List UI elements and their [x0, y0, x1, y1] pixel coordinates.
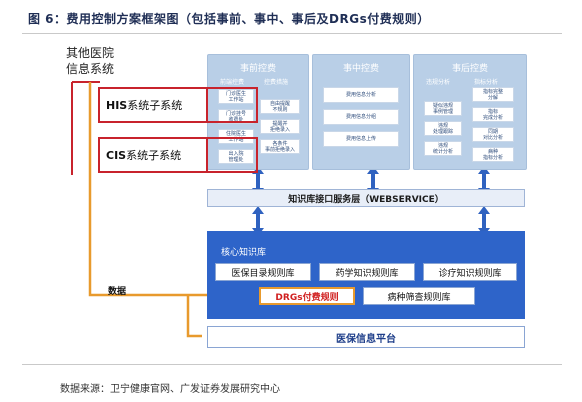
pre-subhead-measures: 控费措施 — [264, 79, 289, 86]
medical-insurance-platform: 医保信息平台 — [207, 326, 525, 348]
data-flow-label: 数据 — [108, 287, 127, 297]
panel-pre-control: 事前控费 前端控费 控费措施 门诊医生 工作站 门诊挂号 收费处 住院医生 工作… — [207, 54, 309, 170]
during-item-analysis: 费用信息分析 — [323, 87, 399, 103]
other-systems-label: 其他医院 信息系统 — [66, 45, 114, 77]
cis-name: 系统子系统 — [126, 149, 182, 162]
during-item-grouping: 费用信息分组 — [323, 109, 399, 125]
cis-connector-right — [256, 137, 258, 173]
pre-item-outpatient-doctor: 门诊医生 工作站 — [218, 89, 254, 104]
pre-subhead-front: 前端控费 — [220, 79, 245, 86]
source-note: 数据来源：卫宁健康官网、广发证券发展研究中心 — [60, 384, 280, 395]
other-systems-line-1: 其他医院 — [66, 46, 115, 60]
bottom-divider — [22, 364, 562, 365]
post-subhead-violation: 违规分析 — [426, 79, 451, 86]
core-knowledge-base: 核心知识库 医保目录规则库 药学知识规则库 诊疗知识规则库 DRGs付费规则 病… — [207, 231, 525, 319]
post-indicator-completion: 指标 完成分析 — [472, 107, 514, 122]
rule-medical-insurance-catalog: 医保目录规则库 — [215, 263, 311, 281]
panel-pre-title: 事前控费 — [239, 64, 276, 74]
panel-post-control: 事后控费 违规分析 指标分析 疑似违规 事例管理 违规 处理跟踪 违规 统计分析… — [413, 54, 527, 170]
post-violation-cases: 疑似违规 事例管理 — [424, 101, 462, 116]
his-connector-top — [206, 87, 258, 89]
knowledge-base-title: 核心知识库 — [221, 248, 267, 258]
panel-during-title: 事中控费 — [342, 64, 379, 74]
interface-service-bar: 知识库接口服务层（WEBSERVICE） — [207, 189, 525, 207]
rule-drgs-payment: DRGs付费规则 — [259, 287, 355, 305]
panel-during-control: 事中控费 费用信息分析 费用信息分组 费用信息上传 — [312, 54, 410, 170]
pre-measure-reminder: 自由提醒 不规则 — [260, 99, 300, 114]
post-violation-tracking: 违规 处理跟踪 — [424, 121, 462, 136]
pre-measure-reject: 提醒并 拒绝录入 — [260, 119, 300, 134]
his-name: 系统子系统 — [127, 99, 183, 112]
cis-connector-bottom — [206, 171, 258, 173]
pre-item-admission: 出入院 管理处 — [218, 149, 254, 164]
his-connector-bottom — [206, 121, 258, 123]
pre-item-registration: 门诊挂号 收费处 — [218, 109, 254, 124]
panel-post-title: 事后控费 — [451, 64, 488, 74]
pre-item-inpatient-doctor: 住院医生 工作站 — [218, 129, 254, 144]
his-code: HIS — [106, 98, 128, 112]
his-connector-right — [256, 87, 258, 123]
post-indicator-disease: 病种 指标分析 — [472, 147, 514, 162]
pre-measure-conditions: 各条件 事前拒绝录入 — [260, 139, 300, 154]
rule-diagnosis-treatment: 诊疗知识规则库 — [423, 263, 517, 281]
during-item-upload: 费用信息上传 — [323, 131, 399, 147]
cis-connector-top — [206, 137, 258, 139]
post-indicator-breakdown: 指标完整 分解 — [472, 87, 514, 102]
rule-pharmacy-knowledge: 药学知识规则库 — [319, 263, 415, 281]
top-divider — [22, 33, 562, 34]
rule-disease-screening: 病种筛查规则库 — [363, 287, 475, 305]
other-systems-line-2: 信息系统 — [66, 62, 115, 76]
post-indicator-yoy: 同期 对比分析 — [472, 127, 514, 142]
data-flow-arrow — [88, 82, 263, 305]
figure-title: 图 6：费用控制方案框架图（包括事前、事中、事后及DRGs付费规则） — [28, 12, 430, 26]
data-flow-branch — [186, 295, 202, 338]
post-violation-stats: 违规 统计分析 — [424, 141, 462, 156]
post-subhead-indicator: 指标分析 — [474, 79, 499, 86]
cis-code: CIS — [106, 148, 127, 162]
